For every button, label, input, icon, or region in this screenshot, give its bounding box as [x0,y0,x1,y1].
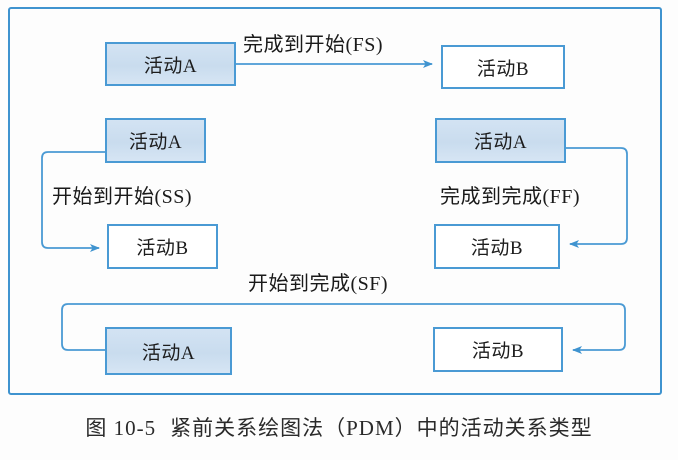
activity-box-sf-b[interactable]: 活动B [433,327,563,372]
activity-box-ff-b[interactable]: 活动B [434,224,560,269]
activity-box-ss-b[interactable]: 活动B [107,224,218,269]
figure-caption-number: 图 10-5 [85,416,157,440]
activity-box-sf-a[interactable]: 活动A [105,327,232,375]
diagram-outer-frame [8,7,662,395]
relationship-label-fs: 完成到开始(FS) [243,34,384,56]
activity-box-ff-a[interactable]: 活动A [435,118,566,163]
figure-caption-text: 紧前关系绘图法（PDM）中的活动关系类型 [170,416,593,440]
activity-box-ss-a[interactable]: 活动A [105,118,206,163]
activity-box-fs-b[interactable]: 活动B [441,45,565,89]
relationship-label-ff: 完成到完成(FF) [440,186,581,208]
figure-caption: 图 10-5 紧前关系绘图法（PDM）中的活动关系类型 [0,412,678,442]
activity-box-fs-a[interactable]: 活动A [105,42,236,86]
relationship-label-sf: 开始到完成(SF) [248,273,389,295]
relationship-label-ss: 开始到开始(SS) [52,186,193,208]
